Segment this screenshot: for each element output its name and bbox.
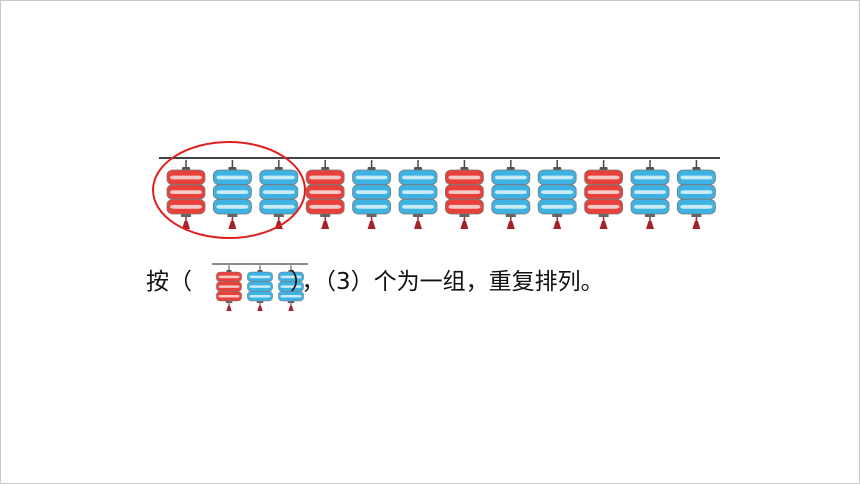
lantern-3	[259, 160, 299, 229]
lantern-10	[584, 160, 623, 229]
question-sentence: 按（ ），（3）个为一组，重复排列。	[146, 262, 604, 296]
lantern-11	[630, 160, 670, 229]
answer-lantern-1	[216, 265, 242, 311]
lantern-8	[491, 160, 531, 229]
lantern-6	[398, 160, 438, 229]
answer-lantern-2	[247, 265, 273, 311]
lantern-7	[444, 160, 484, 229]
lantern-row	[166, 160, 716, 229]
sentence-suffix: ），（3）个为一组，重复排列。	[290, 269, 604, 295]
answer-lantern-group	[216, 265, 304, 311]
sentence-prefix: 按（	[146, 269, 192, 295]
lantern-2	[212, 160, 252, 229]
answer-lantern-3	[278, 265, 304, 311]
lantern-9	[537, 160, 577, 229]
lantern-5	[352, 160, 392, 229]
group-circle	[152, 141, 306, 239]
lantern-12	[677, 160, 716, 229]
lantern-4	[305, 160, 345, 229]
lantern-1	[166, 160, 206, 229]
